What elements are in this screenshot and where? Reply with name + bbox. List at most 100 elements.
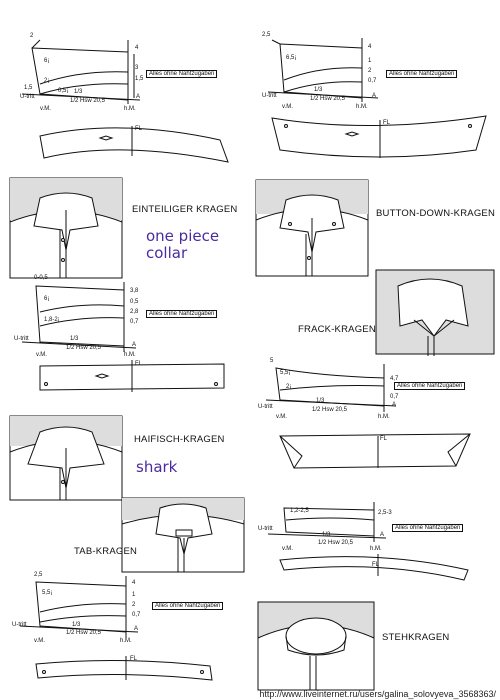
- dim: v.M.: [282, 104, 293, 110]
- dim: h.M.: [356, 104, 368, 110]
- dim: 1/2 Hsw 20,5: [66, 630, 102, 636]
- collar-illustration: [257, 601, 375, 691]
- draft-einteiliger: 2 6¡ 4 3 1,5 2¡ 1,5 0,5¡ U-tritt 1/3 1/2…: [0, 0, 250, 170]
- dim: 0,5¡: [58, 88, 69, 94]
- label-frack: FRACK-KRAGEN: [298, 324, 376, 335]
- dim: 1/3: [322, 532, 331, 538]
- label-einteiliger: EINTEILIGER KRAGEN: [132, 204, 238, 215]
- dim: 2: [30, 33, 34, 39]
- dim: U-tritt: [12, 622, 27, 628]
- seam-note: Alles ohne Nahtzugaben: [146, 70, 218, 78]
- label-steh: STEHKRAGEN: [382, 632, 450, 643]
- dim: 1,2-2,5: [290, 508, 309, 514]
- dim: 4: [132, 580, 136, 586]
- illustration-button-down: BUTTON-DOWN-KRAGEN: [250, 178, 500, 278]
- handwritten-one-piece: one piece: [146, 227, 220, 245]
- dim: 1/3: [316, 398, 325, 404]
- dim: U-tritt: [20, 94, 35, 100]
- dim: v.M.: [276, 414, 287, 420]
- dim: FL: [130, 656, 138, 662]
- draft-tab: 2,5 5,5¡ 4 1 2 0,7 U-tritt 1/3 1/2 Hsw 2…: [0, 572, 250, 700]
- dim: 1/2 Hsw 20,5: [310, 96, 346, 102]
- dim: v.M.: [282, 546, 293, 552]
- dim: 0,7: [130, 319, 139, 325]
- dim: 3: [135, 65, 139, 71]
- pattern-drawing: [265, 364, 471, 469]
- dim: 0,7: [368, 78, 377, 84]
- dim: 1: [368, 58, 372, 64]
- watermark-url: http://www.liveinternet.ru/users/galina_…: [259, 689, 496, 699]
- pattern-drawing: [21, 282, 225, 392]
- dim: 2,8: [130, 309, 139, 315]
- draft-frack: 5 5,5¡ 4,7 2¡ 0,7 U-tritt 1/3 1/2 Hsw 20…: [250, 356, 500, 476]
- dim: 2,5-3: [378, 510, 392, 516]
- pattern-drawing: [21, 39, 229, 163]
- dim: 4,7: [390, 376, 399, 382]
- dim: 2: [132, 602, 136, 608]
- dim: 0,7: [390, 394, 399, 400]
- label-haifisch: HAIFISCH-KRAGEN: [134, 434, 225, 445]
- collar-illustration: [375, 269, 495, 356]
- dim: 6,5¡: [286, 55, 297, 61]
- dim: h.M.: [378, 414, 390, 420]
- dim: FL: [135, 361, 143, 367]
- dim: A: [132, 342, 137, 348]
- dim: 1,8-2¡: [44, 317, 60, 323]
- dim: 1,5: [135, 76, 144, 82]
- seam-note: Alles ohne Nahtzugaben: [392, 524, 464, 532]
- dim: 1/3: [74, 89, 83, 95]
- collar-illustration: [121, 497, 245, 573]
- dim: 0,5: [130, 299, 139, 305]
- illustration-steh: STEHKRAGEN: [250, 598, 500, 691]
- dim: 1/2 Hsw 20,5: [318, 540, 354, 546]
- dim: 3,8: [130, 288, 139, 294]
- pattern-drawing: [267, 502, 469, 581]
- dim: 0,7: [132, 612, 141, 618]
- dim: 4: [135, 45, 139, 51]
- handwritten-shark: shark: [136, 458, 178, 476]
- dim: A: [392, 402, 397, 408]
- label-tab: TAB-KRAGEN: [74, 546, 138, 557]
- dim: 1/3: [314, 87, 323, 93]
- dim: FL: [383, 120, 391, 126]
- collar-illustration: [255, 179, 369, 277]
- dim: 5,5¡: [280, 370, 291, 376]
- seam-note: Alles ohne Nahtzugaben: [386, 70, 458, 78]
- dim: A: [136, 94, 141, 100]
- dim: 1/2 Hsw 20,5: [70, 98, 106, 104]
- dim: 4: [368, 44, 372, 50]
- dim: 0-0,5: [34, 275, 48, 281]
- dim: h.M.: [124, 352, 136, 358]
- dim: 1: [132, 592, 136, 598]
- dim: FL: [372, 562, 380, 568]
- seam-note: Alles ohne Nahtzugaben: [152, 602, 224, 610]
- dim: 5: [270, 358, 274, 364]
- dim: 1,5: [24, 85, 33, 91]
- dim: A: [380, 532, 385, 538]
- dim: v.M.: [34, 638, 45, 644]
- dim: h.M.: [120, 638, 132, 644]
- dim: h.M.: [370, 546, 382, 552]
- dim: v.M.: [36, 352, 47, 358]
- dim: 6¡: [44, 296, 50, 302]
- dim: U-tritt: [258, 404, 273, 410]
- dim: 5,5¡: [42, 590, 53, 596]
- dim: 6¡: [44, 58, 50, 64]
- dim: h.M.: [124, 106, 136, 112]
- draft-button-down: 2,5 6,5¡ 4 1 2 0,7 U-tritt 1/3 1/2 Hsw 2…: [250, 0, 500, 170]
- handwritten-collar: collar: [146, 244, 188, 262]
- seam-note: Alles ohne Nahtzugaben: [146, 310, 218, 318]
- dim: 1/3: [72, 622, 81, 628]
- draft-haifisch: 1,2-2,5 2,5-3 U-tritt 1/3 1/2 Hsw 20,5 A…: [250, 496, 500, 596]
- dim: FL: [380, 436, 388, 442]
- seam-note: Alles ohne Nahtzugaben: [394, 382, 466, 390]
- dim: U-tritt: [258, 526, 273, 532]
- dim: FL: [135, 126, 143, 132]
- dim: 1/2 Hsw 20,5: [66, 345, 102, 351]
- illustration-tab: TAB-KRAGEN: [0, 494, 250, 574]
- dim: v.M.: [40, 106, 51, 112]
- draft-einteiliger-2: 0-0,5 6¡ 3,8 0,5 2,8 0,7 1,8-2¡ U-tritt …: [0, 272, 250, 412]
- dim: A: [134, 626, 139, 632]
- illustration-haifisch: HAIFISCH-KRAGEN shark: [0, 412, 250, 502]
- dim: 2¡: [44, 78, 50, 84]
